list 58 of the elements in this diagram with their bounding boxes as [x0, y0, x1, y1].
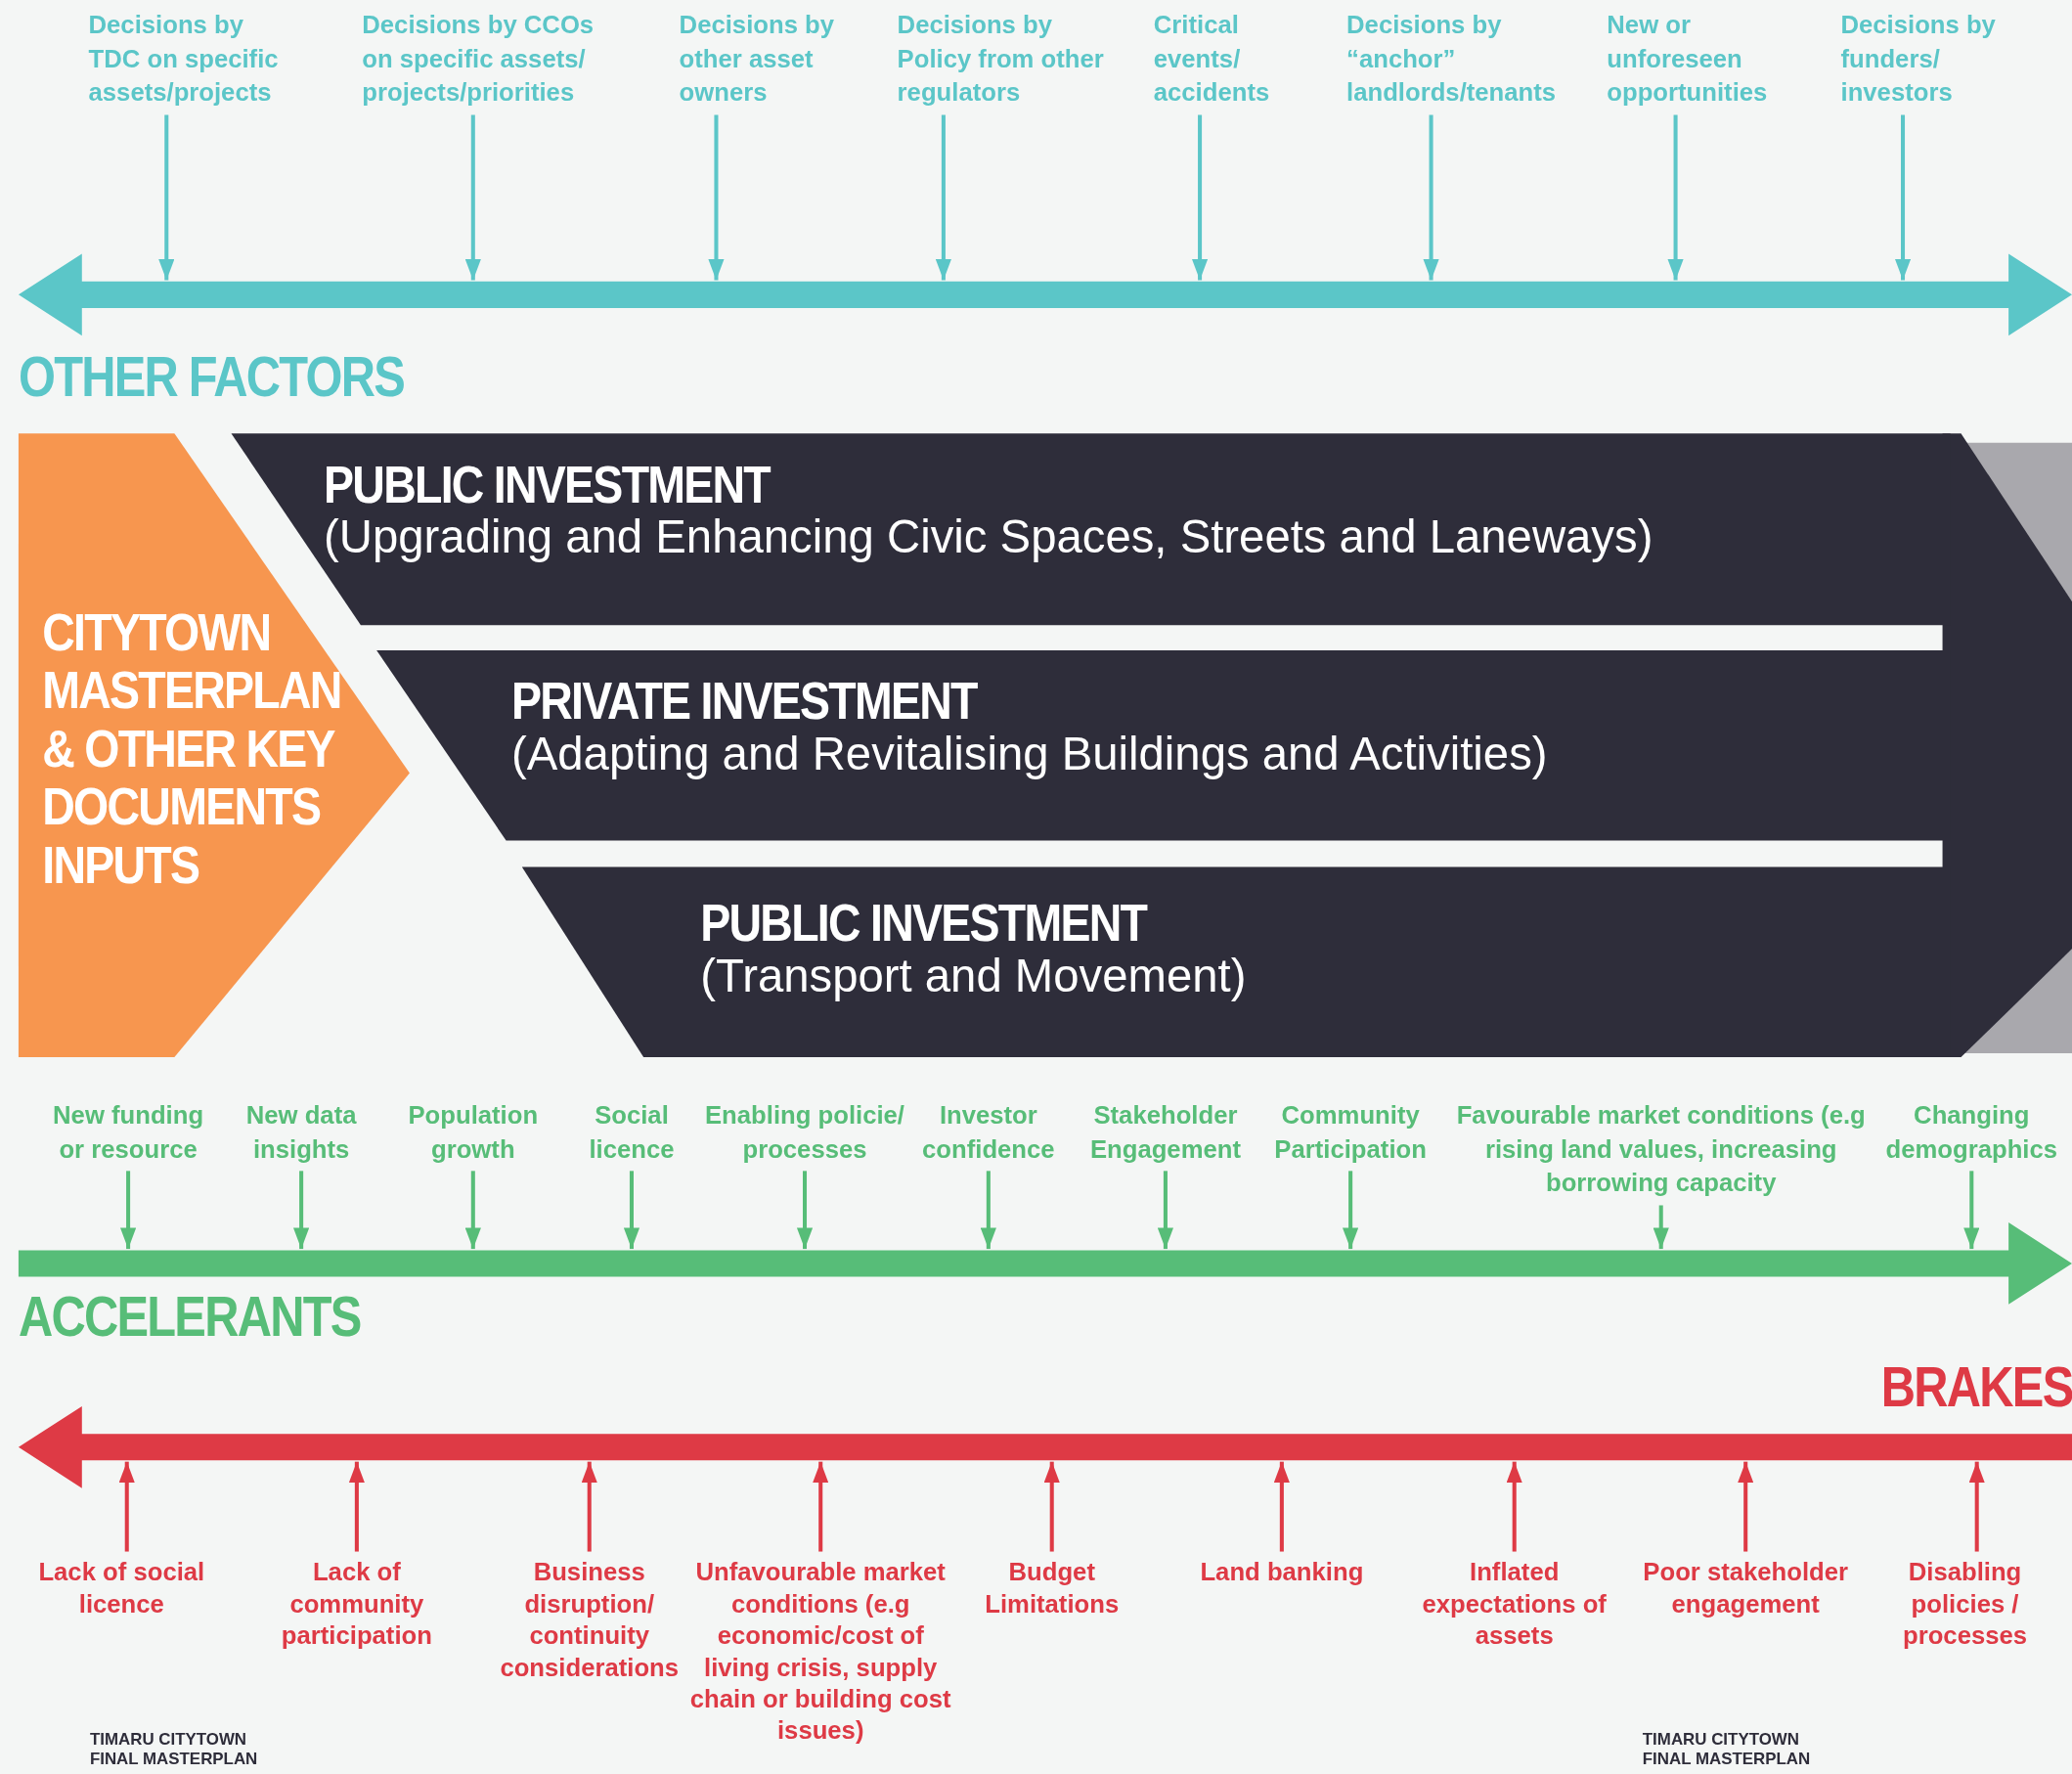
- arrow: [464, 1171, 481, 1250]
- arrow: [796, 1171, 814, 1250]
- factor-text: Enabling policie/ processes: [698, 1098, 911, 1166]
- factor-text: Decisions by “anchor” landlords/tenants: [1346, 8, 1585, 110]
- arrow: [1653, 1205, 1669, 1250]
- factor-text: New or unforeseen opportunities: [1607, 8, 1785, 110]
- factor-text: New funding or resource: [42, 1098, 214, 1166]
- factor-text: Inflated expectations of assets: [1415, 1556, 1614, 1653]
- input-heading: CITYTOWN MASTERPLAN & OTHER KEY DOCUMENTS INPUTS: [42, 602, 342, 894]
- factor-text: Social licence: [578, 1098, 685, 1166]
- section-heading: BRAKES: [1880, 1355, 2072, 1420]
- arrow: [464, 114, 481, 281]
- arrow: [1968, 1461, 1985, 1552]
- arrow: [935, 114, 951, 281]
- arrow: [1423, 114, 1439, 281]
- arrow: [158, 114, 175, 281]
- arrow: [348, 1461, 365, 1552]
- factor-text: Budget Limitations: [972, 1556, 1131, 1620]
- arrow: [581, 1461, 597, 1552]
- factor-text: New data insights: [235, 1098, 368, 1166]
- arrow: [1043, 1461, 1060, 1552]
- arrow: [118, 1461, 135, 1552]
- section-heading: OTHER FACTORS: [18, 346, 404, 410]
- arrow: [1667, 114, 1684, 281]
- factor-text: Population growth: [400, 1098, 547, 1166]
- arrow: [980, 1171, 996, 1250]
- factor-text: Decisions by funders/ investors: [1840, 8, 2000, 110]
- factor-text: Disabling policies / processes: [1866, 1556, 2064, 1653]
- factor-text: Stakeholder Engagement: [1082, 1098, 1249, 1166]
- arrow: [1738, 1461, 1754, 1552]
- arrow: [1343, 1171, 1359, 1250]
- arrow: [1157, 1171, 1174, 1250]
- arrow: [293, 1171, 310, 1250]
- factor-text: Critical events/ accidents: [1153, 8, 1286, 110]
- arrow: [1273, 1461, 1290, 1552]
- factor-text: Lack of community participation: [271, 1556, 443, 1653]
- factor-text: Land banking: [1189, 1556, 1375, 1589]
- arrow: [1894, 114, 1912, 281]
- footer-note: TIMARU CITYTOWN FINAL MASTERPLAN: [89, 1730, 259, 1770]
- arrow: [120, 1171, 137, 1250]
- factor-text: Decisions by Policy from other regulators: [897, 8, 1109, 110]
- factor-text: Poor stakeholder engagement: [1633, 1556, 1859, 1620]
- section-heading: ACCELERANTS: [18, 1285, 361, 1350]
- factor-text: Decisions by other asset owners: [679, 8, 845, 110]
- arrow: [1506, 1461, 1522, 1552]
- factor-text: Investor confidence: [915, 1098, 1062, 1166]
- arrow: [1963, 1171, 1980, 1250]
- arrow: [708, 114, 725, 281]
- arrow: [623, 1171, 640, 1250]
- arrow: [1191, 114, 1209, 281]
- factor-text: Decisions by TDC on specific assets/projects: [88, 8, 293, 110]
- factor-text: Favourable market conditions (e.g rising land values, increasing borrowing capacity: [1456, 1098, 1867, 1200]
- footer-note: TIMARU CITYTOWN FINAL MASTERPLAN: [1642, 1730, 1812, 1770]
- factor-text: Decisions by CCOs on specific assets/ projects/priorities: [362, 8, 607, 110]
- factor-text: Community Participation: [1267, 1098, 1433, 1166]
- factor-text: Changing demographics: [1878, 1098, 2064, 1166]
- factor-text: Lack of social licence: [22, 1556, 221, 1620]
- arrow: [813, 1461, 829, 1552]
